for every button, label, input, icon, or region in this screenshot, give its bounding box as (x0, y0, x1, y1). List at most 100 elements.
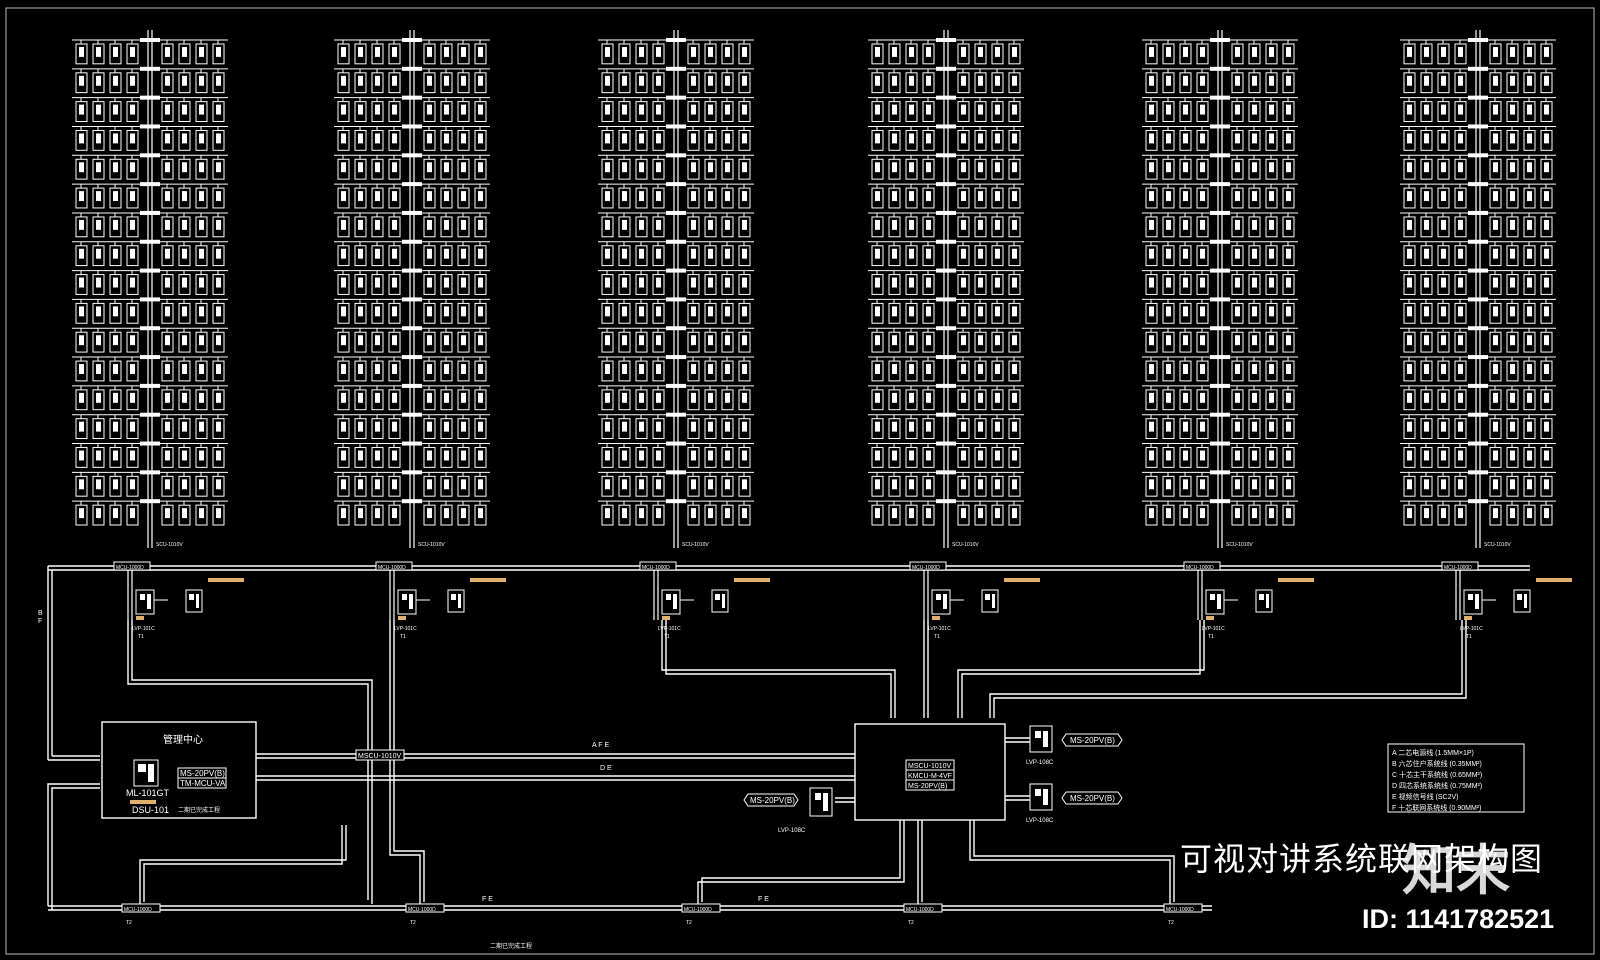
management-center[interactable]: 管理中心 MS-20PV(B) TM-MCU-VA ML-101GT DSU-1… (101, 721, 257, 819)
left-hub[interactable]: MSCU-1010V (355, 749, 405, 761)
central-switch[interactable]: MSCU-1010V KMCU-M-4VF MS-20PV(B) (854, 723, 1006, 821)
legend-line-2: B 六芯住户系统线 (0.35MM²) (1392, 759, 1482, 768)
gate-station-1[interactable]: MS-20PV(B) LVP-108C (1026, 725, 1123, 766)
bottom-node-sub: T2 (686, 920, 692, 926)
tower-1: SCU-1010V (72, 30, 228, 548)
main-bus (47, 565, 1530, 761)
gate-station-3[interactable]: MS-20PV(B) LVP-108C (743, 787, 833, 834)
lobby-sub-label: T1 (138, 634, 144, 640)
legend-line-5: E 视频信号线 (SC2V) (1392, 792, 1459, 801)
riser-label: SCU-1010V (418, 542, 445, 548)
lobby-station-6[interactable]: MCU-1000D LVP-101C T1 (1441, 561, 1572, 640)
svg-text:F: F (38, 618, 42, 625)
trunk-wiring (47, 620, 1467, 911)
legend-line-4: D 四芯系统系统线 (0.75MM²) (1392, 781, 1482, 790)
switch-label-1: MSCU-1010V (908, 763, 952, 770)
lobby-unit-label: LVP-101C (1460, 626, 1483, 632)
gate-station-2-label: LVP-108C (1026, 818, 1054, 824)
svg-text:B: B (38, 610, 43, 617)
lobby-station-2[interactable]: MCU-1000D LVP-101C T1 (375, 561, 506, 640)
bus-node-label: MCU-1000D (378, 565, 406, 571)
lobby-sub-label: T1 (664, 634, 670, 640)
switch-label-3: MS-20PV(B) (908, 783, 947, 790)
gate-station-3-label: LVP-108C (778, 828, 806, 834)
tower-2: SCU-1010V (334, 30, 490, 548)
lobby-station-4[interactable]: MCU-1000D LVP-101C T1 (909, 561, 1040, 640)
bottom-node-label: MCU-1000D (124, 907, 152, 913)
mc-device-1: MS-20PV(B) (180, 769, 225, 778)
lobby-sub-label: T1 (400, 634, 406, 640)
bottom-node-4[interactable]: MCU-1000D T2 (903, 903, 943, 926)
bottom-node-sub: T2 (126, 920, 132, 926)
master-unit-icon (133, 759, 159, 787)
lobby-unit-label: LVP-101C (928, 626, 951, 632)
bottom-node-sub: T2 (1168, 920, 1174, 926)
lobby-unit-label: LVP-101C (394, 626, 417, 632)
legend-line-1: A 二芯电源线 (1.5MM×1P) (1392, 748, 1474, 757)
legend-line-6: F 十芯联网系统线 (0.90MM²) (1392, 803, 1481, 812)
svg-text:F E: F E (482, 896, 493, 903)
lobby-station-1[interactable]: MCU-1000D LVP-101C T1 (113, 561, 244, 640)
bottom-bus-nodes: MCU-1000DT2MCU-1000DT2MCU-1000DT2MCU-100… (121, 903, 1203, 926)
bottom-node-label: MCU-1000D (1166, 907, 1194, 913)
building-towers: SCU-1010V SCU-1010V SCU-1010V SCU-1010V SCU-… (72, 30, 1556, 548)
gate-station-3-device: MS-20PV(B) (750, 796, 795, 805)
tower-5: SCU-1010V (1142, 30, 1298, 548)
gate-station-2[interactable]: MS-20PV(B) LVP-108C (1026, 783, 1123, 824)
bus-node-label: MCU-1000D (1186, 565, 1214, 571)
drawing-frame (5, 7, 1595, 955)
mc-note: 二期已完成工程 (178, 806, 220, 814)
bottom-node-label: MCU-1000D (408, 907, 436, 913)
legend-line-3: C 十芯主干系统线 (0.65MM²) (1392, 770, 1482, 779)
tower-6: SCU-1010V (1400, 30, 1556, 548)
gate-station-1-label: LVP-108C (1026, 760, 1054, 766)
bottom-node-label: MCU-1000D (906, 907, 934, 913)
mc-unit2-label: DSU-101 (132, 805, 169, 815)
lobby-station-5[interactable]: MCU-1000D LVP-101C T1 (1183, 561, 1314, 640)
cable-legend: A 二芯电源线 (1.5MM×1P) B 六芯住户系统线 (0.35MM²) C… (1387, 743, 1525, 813)
svg-text:F E: F E (758, 896, 769, 903)
lobby-station-3[interactable]: MCU-1000D LVP-101C T1 (639, 561, 770, 640)
riser-label: SCU-1010V (1484, 542, 1511, 548)
lobby-unit-label: LVP-101C (658, 626, 681, 632)
lobby-stations: MCU-1000DLVP-101CT1MCU-1000DLVP-101CT1MC… (113, 561, 1572, 640)
riser-label: SCU-1010V (1226, 542, 1253, 548)
bottom-node-sub: T2 (908, 920, 914, 926)
bottom-node-2[interactable]: MCU-1000D T2 (405, 903, 445, 926)
dsu-icon (130, 800, 156, 804)
riser-label: SCU-1010V (156, 542, 183, 548)
gate-station-1-device: MS-20PV(B) (1070, 736, 1115, 745)
lobby-unit-label: LVP-101C (132, 626, 155, 632)
bottom-note: 二期已完成工程 (490, 942, 532, 950)
svg-text:D E: D E (600, 765, 612, 772)
lobby-sub-label: T1 (934, 634, 940, 640)
switch-label-2: KMCU-M-4VF (908, 773, 952, 780)
gate-station-2-device: MS-20PV(B) (1070, 794, 1115, 803)
mc-device-2: TM-MCU-VA (180, 779, 226, 788)
bottom-node-3[interactable]: MCU-1000D T2 (681, 903, 721, 926)
lobby-sub-label: T1 (1208, 634, 1214, 640)
wire-tags: A F E D E B F F E F E (38, 610, 769, 903)
watermark-logo: 知末 (1402, 839, 1510, 902)
management-center-label: 管理中心 (163, 733, 203, 746)
bottom-node-label: MCU-1000D (684, 907, 712, 913)
bottom-node-1[interactable]: MCU-1000D T2 (121, 903, 161, 926)
bottom-node-5[interactable]: MCU-1000D T2 (1163, 903, 1203, 926)
bus-node-label: MCU-1000D (642, 565, 670, 571)
bus-node-label: MCU-1000D (116, 565, 144, 571)
tower-4: SCU-1010V (868, 30, 1024, 548)
diagram-title: 可视对讲系统联网架构图 (1180, 840, 1544, 878)
riser-label: SCU-1010V (952, 542, 979, 548)
left-hub-label: MSCU-1010V (358, 753, 402, 760)
bus-node-label: MCU-1000D (1444, 565, 1472, 571)
mc-unit-label: ML-101GT (126, 788, 170, 798)
watermark-id: ID: 1141782521 (1362, 904, 1555, 934)
lobby-sub-label: T1 (1466, 634, 1472, 640)
svg-text:A F E: A F E (592, 742, 609, 749)
bottom-node-sub: T2 (410, 920, 416, 926)
bus-node-label: MCU-1000D (912, 565, 940, 571)
riser-label: SCU-1010V (682, 542, 709, 548)
lobby-unit-label: LVP-101C (1202, 626, 1225, 632)
tower-3: SCU-1010V (598, 30, 754, 548)
